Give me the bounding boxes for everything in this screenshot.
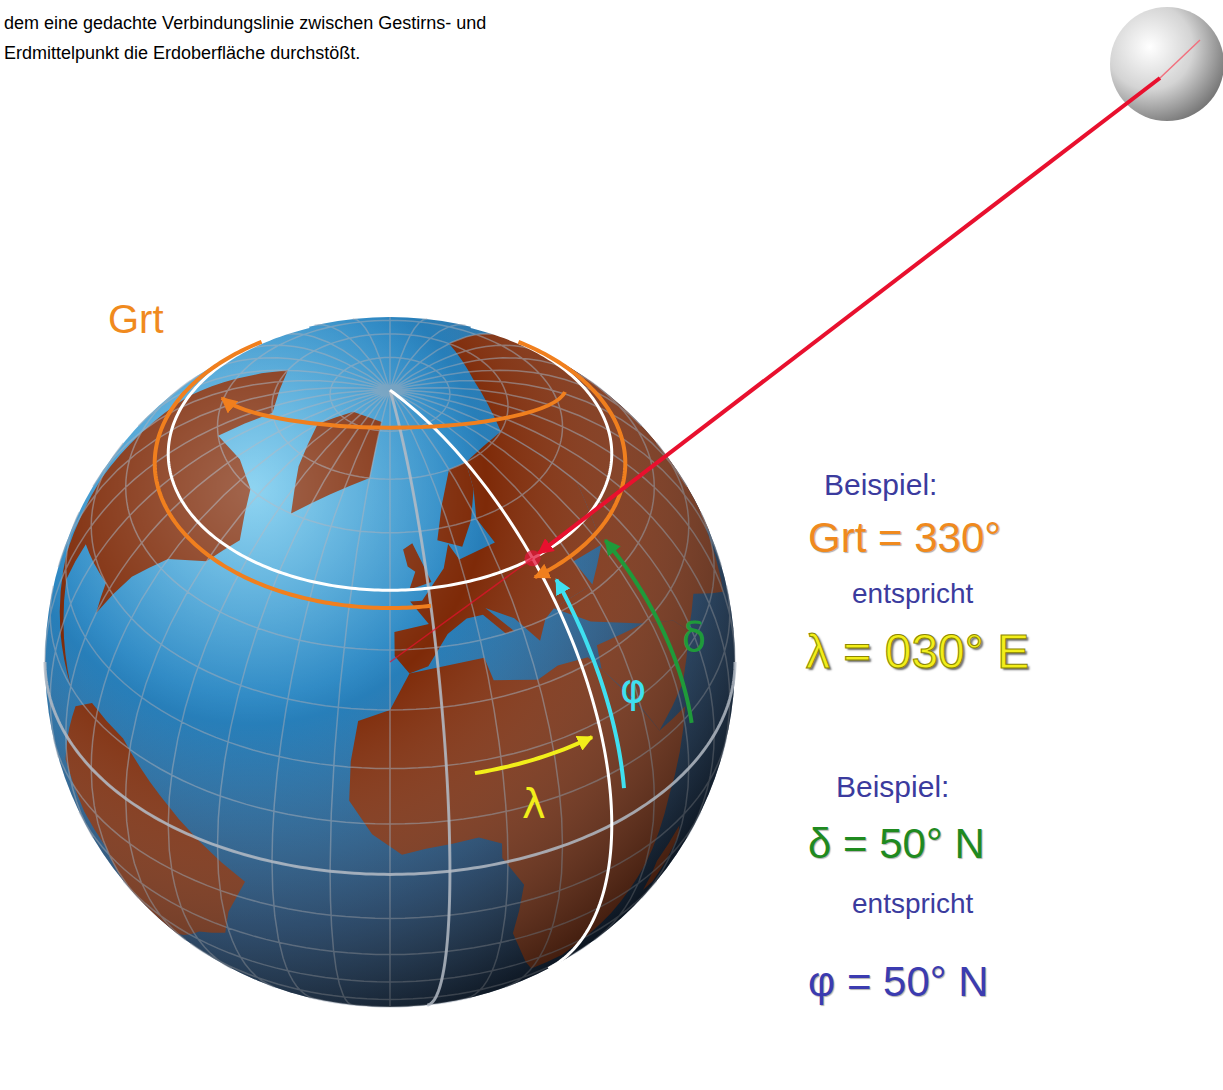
phi-symbol: φ (620, 668, 646, 708)
star-meridian (390, 390, 612, 968)
delta-symbol: δ (682, 617, 706, 657)
grt-label: Grt (108, 296, 164, 342)
globe-ocean (45, 317, 735, 1007)
example-value: δ = 50° N (808, 820, 985, 868)
lambda-arrow (475, 737, 592, 773)
phi-arrow (556, 580, 624, 788)
intro-text: dem eine gedachte Verbindungslinie zwisc… (4, 8, 564, 68)
example-value: Grt = 330° (808, 514, 1001, 562)
equivalence-word: entspricht (852, 578, 973, 610)
ground-point (525, 550, 541, 566)
example-result: λ = 030° E (806, 624, 1029, 679)
example-heading: Beispiel: (836, 770, 949, 805)
greenwich-meridian (390, 390, 450, 1005)
graticule (45, 317, 735, 1007)
equator-line (45, 662, 735, 874)
ray-in-star (1160, 40, 1200, 78)
equivalence-word: entspricht (852, 888, 973, 920)
ray-inner (390, 558, 533, 662)
lambda-symbol: λ (522, 784, 546, 824)
globe-shading (45, 317, 735, 1007)
example-heading: Beispiel: (824, 468, 937, 503)
delta-arrow (605, 540, 691, 723)
rotation-ring-front (222, 392, 565, 428)
grt-arrow (155, 342, 626, 608)
star-ray (539, 78, 1160, 553)
example-result: φ = 50° N (808, 958, 989, 1006)
